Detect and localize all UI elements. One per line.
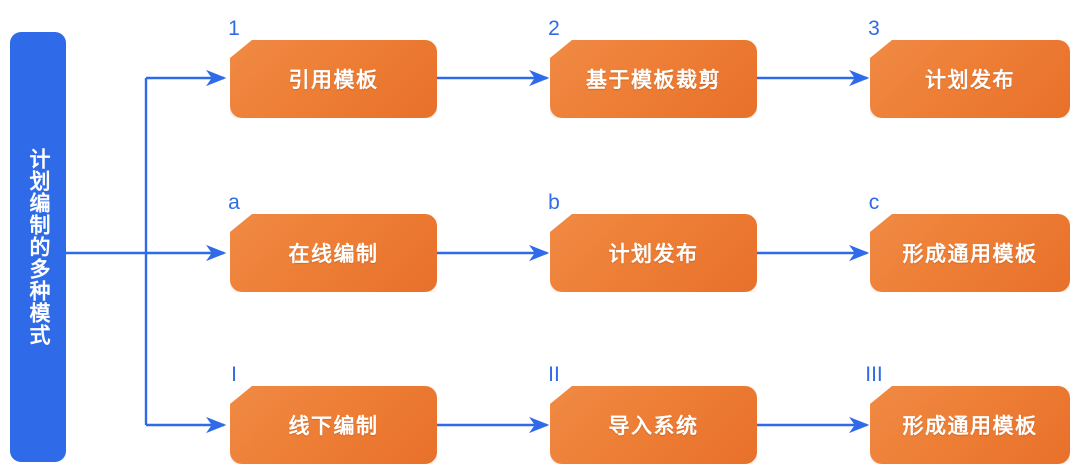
root-node-label: 计划编制的多种模式 xyxy=(26,148,50,346)
node-row2-step2[interactable]: 计划发布 xyxy=(550,214,757,292)
node-row3-step1[interactable]: 线下编制 xyxy=(230,386,437,464)
root-node[interactable]: 计划编制的多种模式 xyxy=(10,32,66,462)
step-tag-label: I xyxy=(231,363,237,386)
node-row1-step2[interactable]: 基于模板裁剪 xyxy=(550,40,757,118)
node-row3-step2[interactable]: 导入系统 xyxy=(550,386,757,464)
step-tag-label: 2 xyxy=(548,17,560,40)
step-tag-label: a xyxy=(228,191,240,214)
node-label: 引用模板 xyxy=(288,69,379,92)
node-label: 计划发布 xyxy=(608,243,699,266)
node-label: 基于模板裁剪 xyxy=(586,69,721,92)
node-row1-step1[interactable]: 引用模板 xyxy=(230,40,437,118)
node-row2-step1[interactable]: 在线编制 xyxy=(230,214,437,292)
node-label: 导入系统 xyxy=(608,415,699,438)
step-tag-iii: III xyxy=(844,360,898,406)
node-row3-step3[interactable]: 形成通用模板 xyxy=(870,386,1070,464)
node-label: 计划发布 xyxy=(925,69,1015,92)
node-label: 线下编制 xyxy=(288,415,379,438)
step-tag-label: III xyxy=(865,363,883,386)
step-tag-label: c xyxy=(868,191,880,214)
node-row2-step3[interactable]: 形成通用模板 xyxy=(870,214,1070,292)
step-tag-label: II xyxy=(548,363,560,386)
node-label: 在线编制 xyxy=(288,243,379,266)
node-row1-step3[interactable]: 计划发布 xyxy=(870,40,1070,118)
step-tag-label: b xyxy=(548,191,560,214)
node-label: 形成通用模板 xyxy=(902,243,1038,266)
step-tag-label: 1 xyxy=(228,17,240,40)
node-label: 形成通用模板 xyxy=(902,415,1038,438)
step-tag-label: 3 xyxy=(868,17,880,40)
